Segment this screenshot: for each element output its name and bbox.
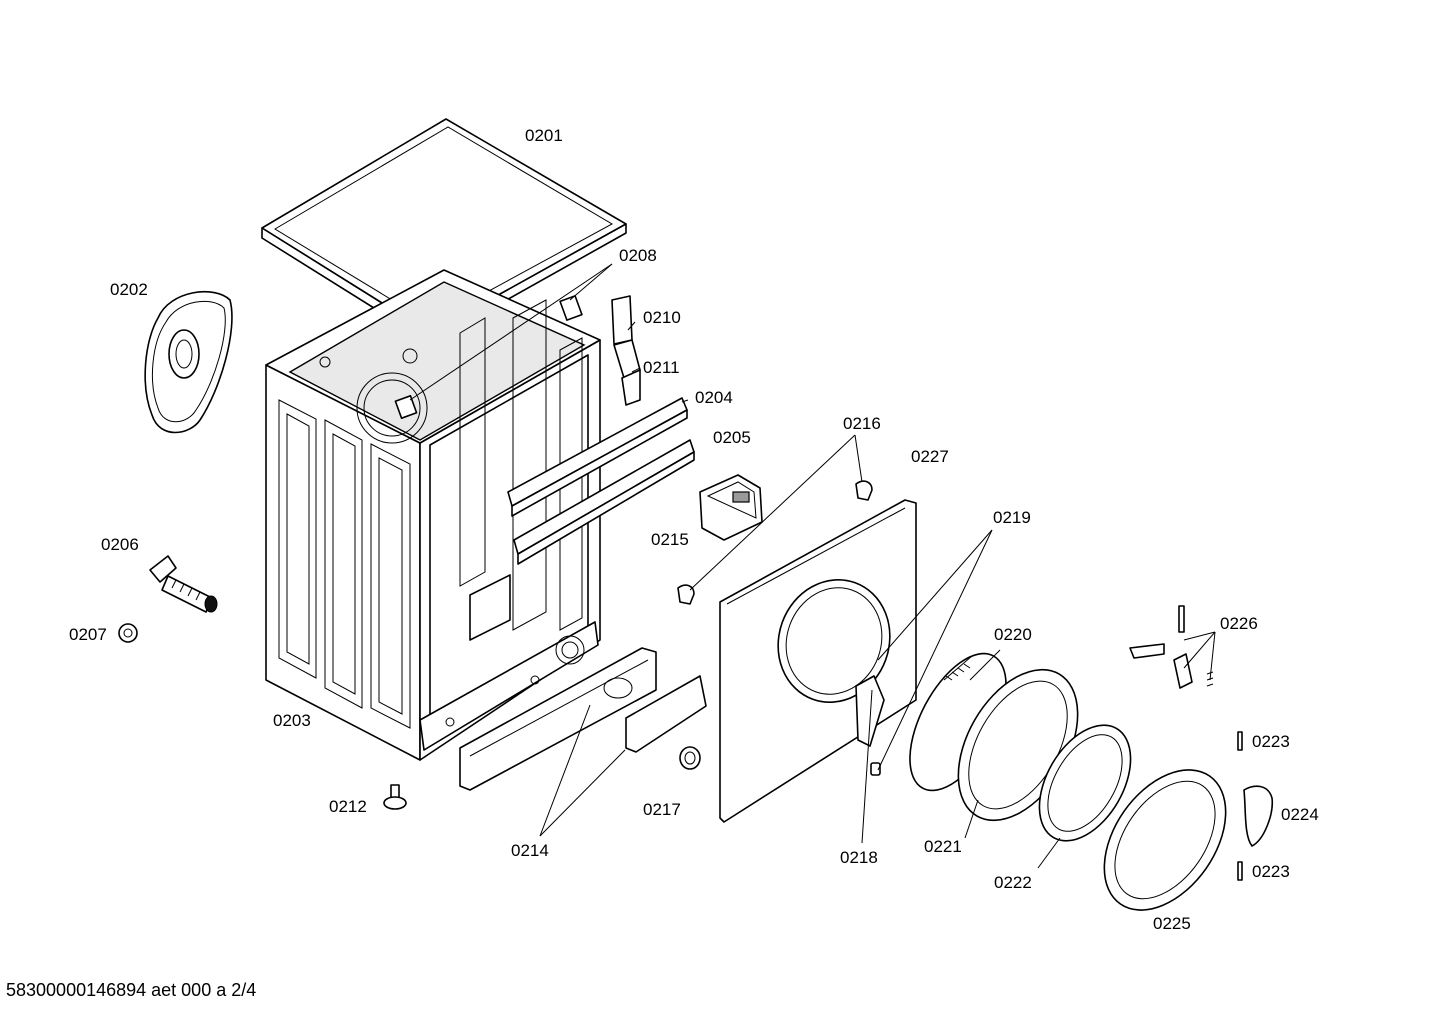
part-retainers <box>611 295 641 406</box>
label-0214: 0214 <box>511 841 549 860</box>
part-door-lock <box>699 474 763 541</box>
part-hinge <box>1129 605 1274 881</box>
part-fascia <box>459 647 707 791</box>
part-filter <box>118 555 218 643</box>
label-0227: 0227 <box>911 447 949 466</box>
label-0223-bottom: 0223 <box>1252 862 1290 881</box>
part-cabinet <box>265 269 601 761</box>
label-0223-top: 0223 <box>1252 732 1290 751</box>
label-0206: 0206 <box>101 535 139 554</box>
part-brackets <box>394 295 583 419</box>
part-labels: 0201 0202 0203 0204 0205 0206 0207 0208 … <box>69 126 1319 933</box>
label-0211: 0211 <box>643 358 680 377</box>
label-0205: 0205 <box>713 428 751 447</box>
label-0222: 0222 <box>994 873 1032 892</box>
label-0212: 0212 <box>329 797 367 816</box>
label-0202: 0202 <box>110 280 148 299</box>
label-0201: 0201 <box>525 126 563 145</box>
label-0204: 0204 <box>695 388 733 407</box>
document-reference: 58300000146894 aet 000 a 2/4 <box>6 980 257 1000</box>
label-0210: 0210 <box>643 308 681 327</box>
label-0219: 0219 <box>993 508 1031 527</box>
part-door <box>909 652 1132 842</box>
part-rear-cover <box>144 290 233 434</box>
label-0203: 0203 <box>273 711 311 730</box>
leader-lines <box>409 263 1216 869</box>
label-0208: 0208 <box>619 246 657 265</box>
label-0215: 0215 <box>651 530 689 549</box>
label-0218: 0218 <box>840 848 878 867</box>
label-0220: 0220 <box>994 625 1032 644</box>
part-foot <box>383 784 407 810</box>
label-0226: 0226 <box>1220 614 1258 633</box>
part-knob <box>679 746 701 770</box>
label-0217: 0217 <box>643 800 681 819</box>
label-0221: 0221 <box>924 837 962 856</box>
part-cross-rails <box>507 397 695 565</box>
part-front-panel <box>719 499 917 823</box>
label-0216: 0216 <box>843 414 881 433</box>
label-0225: 0225 <box>1153 914 1191 933</box>
label-0207: 0207 <box>69 625 107 644</box>
part-door-ring <box>1103 769 1227 911</box>
label-0224: 0224 <box>1281 805 1319 824</box>
